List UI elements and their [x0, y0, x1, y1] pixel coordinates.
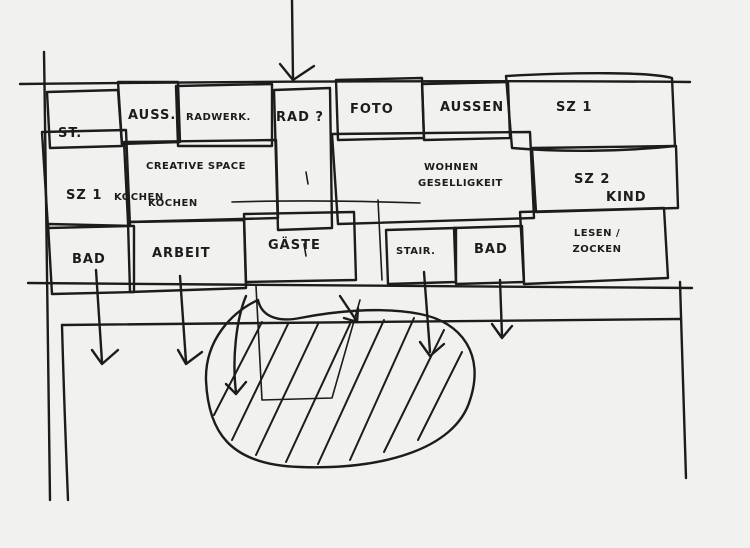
label-bad-right: BAD — [474, 242, 508, 257]
arrow-bad-right — [490, 278, 514, 340]
label-geselligkeit: GESELLIGKEIT — [418, 178, 503, 189]
label-radwerk: RADWERK. — [186, 112, 251, 123]
label-stair: STAIR. — [396, 246, 436, 257]
label-foto: FOTO — [350, 102, 394, 117]
top-horizontal-line — [18, 79, 692, 86]
arrow-entrance — [278, 0, 316, 82]
label-kochen-creative: KOCHEN — [148, 198, 198, 209]
label-sz2: SZ 2 — [574, 172, 611, 187]
box-arbeit — [126, 218, 248, 294]
sketch-guide-2 — [377, 199, 383, 281]
label-gaeste: GÄSTE — [268, 238, 321, 253]
arrow-stair — [418, 270, 446, 358]
box-sz1-left — [40, 128, 132, 230]
box-sz2 — [530, 144, 680, 214]
box-lesen-zocken — [518, 206, 670, 286]
arrow-bad-left — [90, 268, 120, 366]
sketch-guide-1 — [231, 200, 421, 204]
label-rad: RAD ? — [276, 110, 324, 125]
label-lesen-zocken: LESEN / ZOCKEN — [572, 228, 622, 255]
sketch-guide-3 — [255, 285, 361, 401]
middle-horizontal-line — [26, 281, 694, 290]
outer-boundary-left-2 — [60, 323, 70, 502]
box-st — [45, 88, 124, 150]
arrow-gaeste — [338, 294, 360, 324]
box-wohnen — [330, 130, 536, 226]
outer-boundary-right — [678, 280, 688, 480]
label-kind: KIND — [606, 190, 647, 205]
label-sz1-right: SZ 1 — [556, 100, 593, 115]
label-aussen: AUSSEN — [440, 100, 505, 115]
arrow-arbeit — [176, 274, 204, 366]
label-kochen-left: KOCHEN — [114, 192, 164, 203]
label-creative-space: CREATIVE SPACE — [146, 161, 246, 172]
box-gaeste — [242, 210, 358, 284]
label-sz1-left: SZ 1 — [66, 188, 103, 203]
label-st: ST. — [58, 126, 83, 141]
arrow-arbeit-to-area — [224, 294, 248, 396]
label-bad-left: BAD — [72, 252, 106, 267]
label-wohnen: WOHNEN — [424, 162, 479, 173]
shaded-area-hatching — [213, 317, 463, 465]
label-auss: AUSS. — [128, 108, 177, 123]
outer-boundary-left — [42, 50, 52, 502]
sketch-tick-1 — [305, 171, 309, 185]
label-arbeit: ARBEIT — [152, 246, 211, 261]
box-creative-space — [122, 138, 280, 224]
sketch-tick-2 — [303, 243, 307, 257]
box-radwerk — [174, 82, 274, 148]
shaded-area-outline — [204, 298, 476, 469]
lower-horizontal-line — [60, 317, 682, 327]
